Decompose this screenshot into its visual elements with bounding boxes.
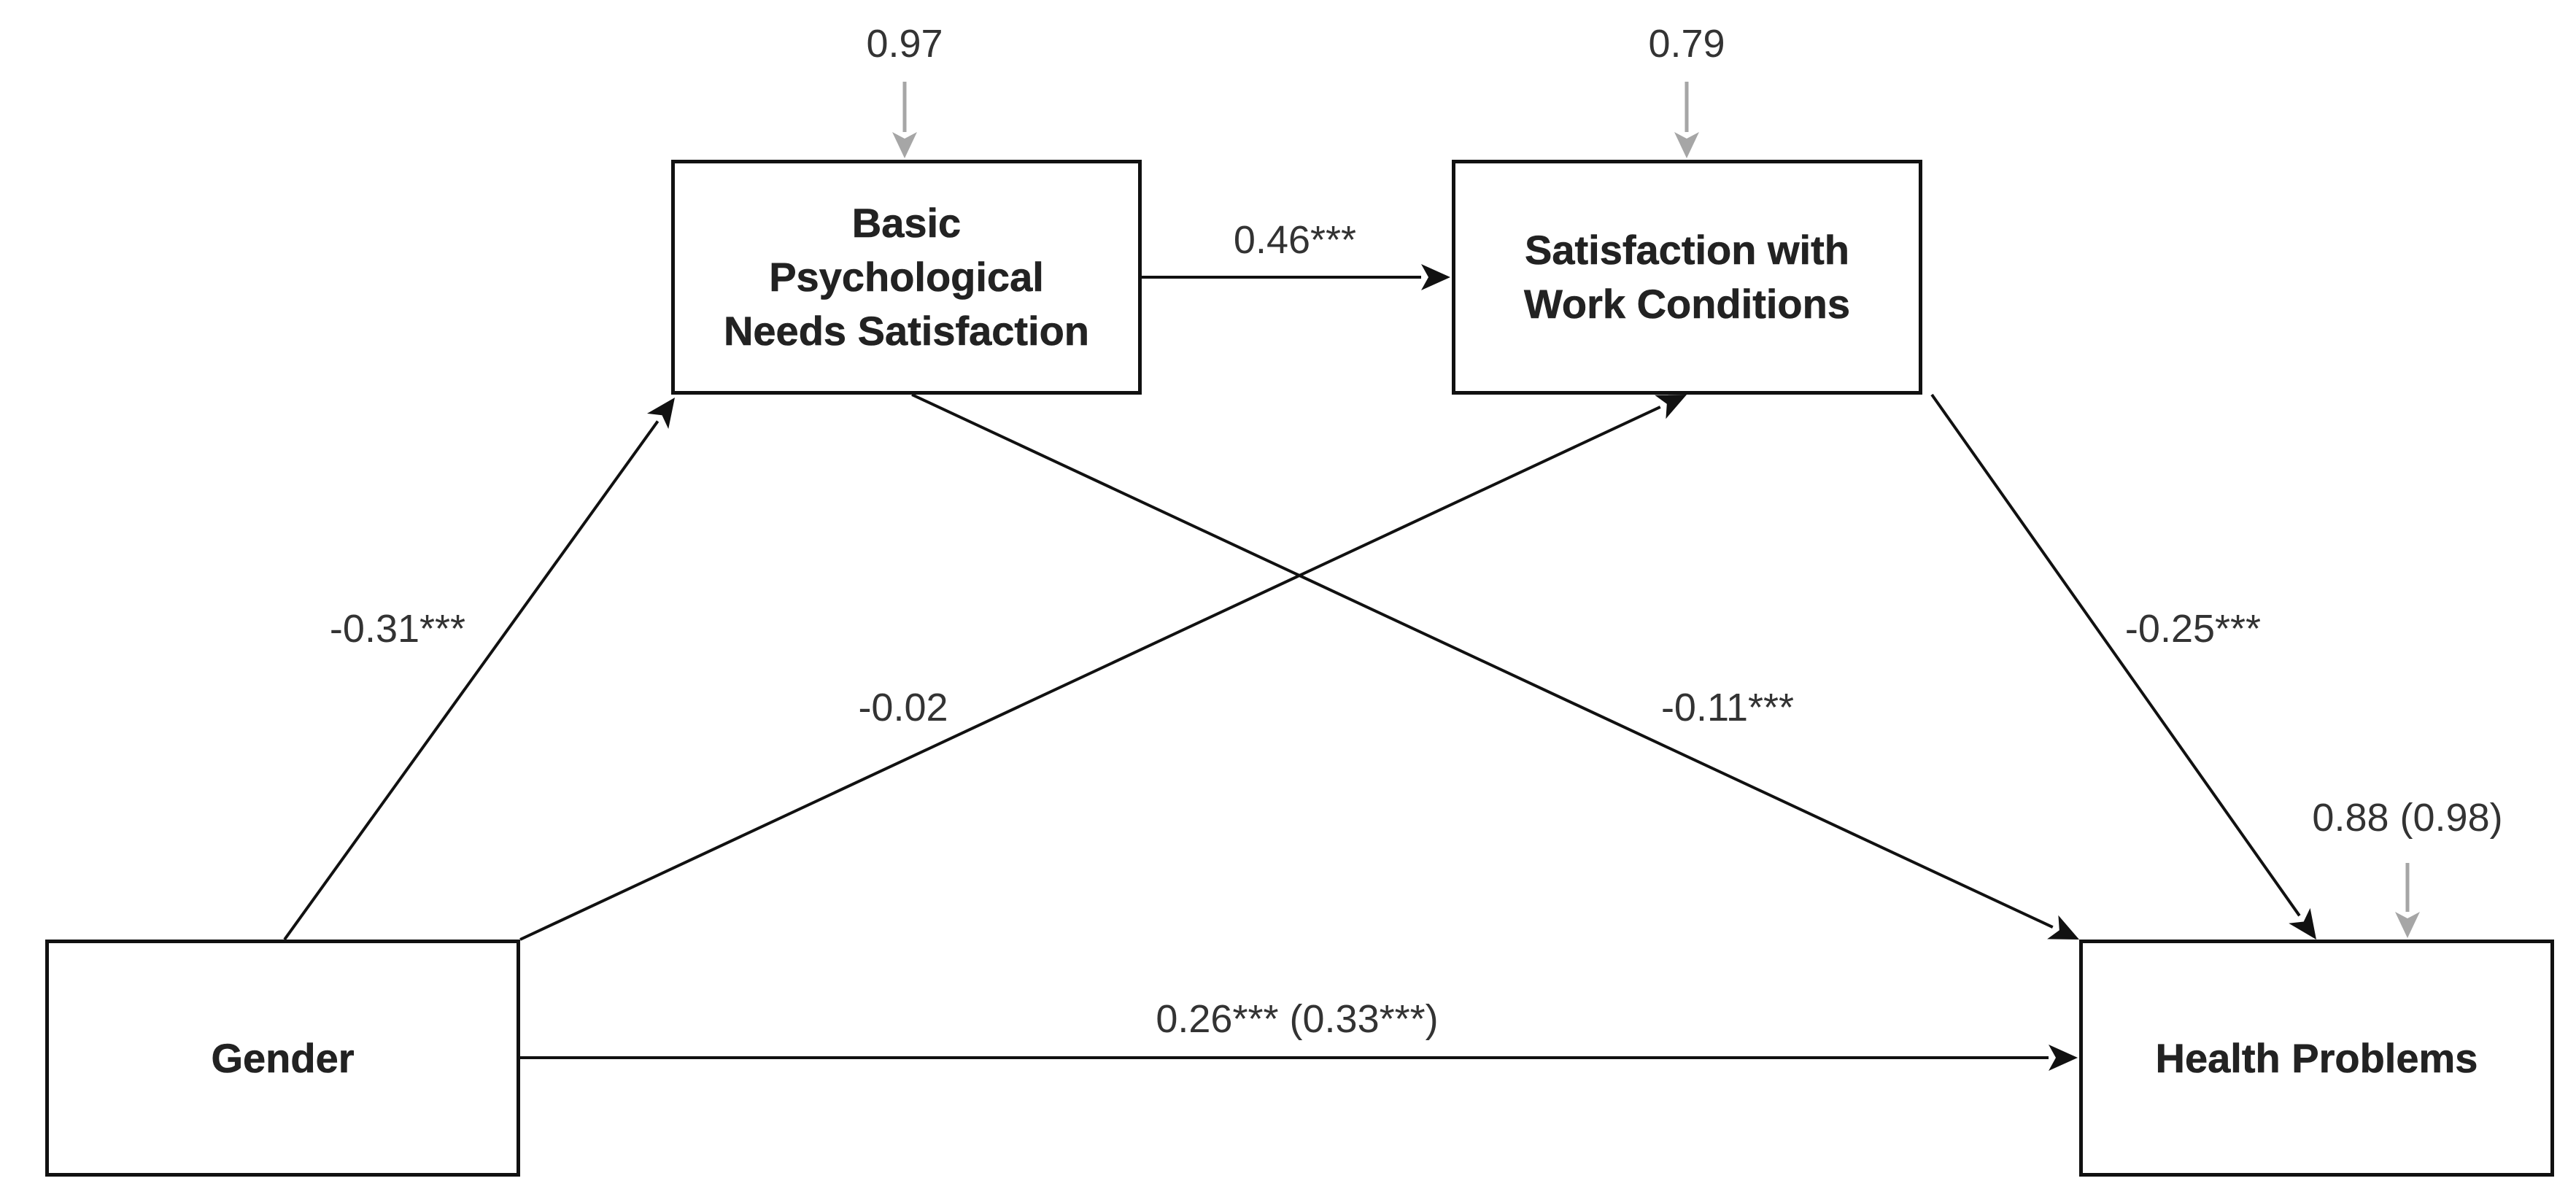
error-arrow-swc <box>1674 82 1699 158</box>
node-health-problems: Health Problems <box>2079 940 2554 1177</box>
edge-swc-to-health-arrowhead <box>2289 907 2316 940</box>
edge-gender-to-health-arrowhead <box>2049 1045 2078 1071</box>
edge-swc-to-health-line <box>1930 393 2301 917</box>
edge-gender-to-bpns-line <box>283 420 660 941</box>
edge-bpns-to-swc-arrowhead <box>1421 264 1450 290</box>
path-label-swc-to-health: -0.25*** <box>2124 607 2262 651</box>
error-arrow-health <box>2395 863 2420 938</box>
error-arrow-bpns-arrowhead <box>892 132 917 158</box>
error-arrow-swc-arrowhead <box>1674 132 1699 158</box>
residual-label-health: 0.88 (0.98) <box>2312 796 2503 840</box>
path-label-bpns-to-health: -0.11*** <box>1660 686 1795 729</box>
node-label-swc: Satisfaction with Work Conditions <box>1524 227 1851 328</box>
node-basic-psychological-needs-satisfaction: Basic Psychological Needs Satisfaction <box>671 160 1142 395</box>
edge-swc-to-health <box>1930 393 2316 940</box>
error-arrow-bpns <box>892 82 917 158</box>
edge-bpns-to-swc <box>1142 264 1450 290</box>
node-satisfaction-with-work-conditions: Satisfaction with Work Conditions <box>1452 160 1922 395</box>
edge-gender-to-swc <box>519 395 1687 941</box>
path-label-bpns-to-swc: 0.46*** <box>1233 218 1357 262</box>
edge-bpns-to-health <box>911 393 2079 940</box>
edge-bpns-to-health-line <box>911 393 2054 929</box>
edge-bpns-to-health-arrowhead <box>2047 915 2079 940</box>
node-label-bpns: Basic Psychological Needs Satisfaction <box>723 200 1090 355</box>
residual-label-bpns: 0.97 <box>866 22 943 66</box>
path-label-gender-to-bpns: -0.31*** <box>329 607 466 651</box>
edge-gender-to-bpns <box>283 398 675 941</box>
path-label-gender-to-health: 0.26*** (0.33***) <box>1156 997 1439 1041</box>
error-arrow-health-arrowhead <box>2395 912 2420 938</box>
node-label-health: Health Problems <box>2155 1034 2478 1081</box>
edge-gender-to-swc-arrowhead <box>1655 395 1687 419</box>
edge-layer <box>283 82 2420 1071</box>
node-label-gender: Gender <box>211 1034 355 1081</box>
edge-gender-to-bpns-arrowhead <box>647 398 675 429</box>
node-gender: Gender <box>45 940 520 1177</box>
residual-label-swc: 0.79 <box>1648 22 1725 66</box>
edge-gender-to-health <box>520 1045 2078 1071</box>
edge-gender-to-swc-line <box>519 406 1661 941</box>
path-label-gender-to-swc: -0.02 <box>858 686 948 729</box>
